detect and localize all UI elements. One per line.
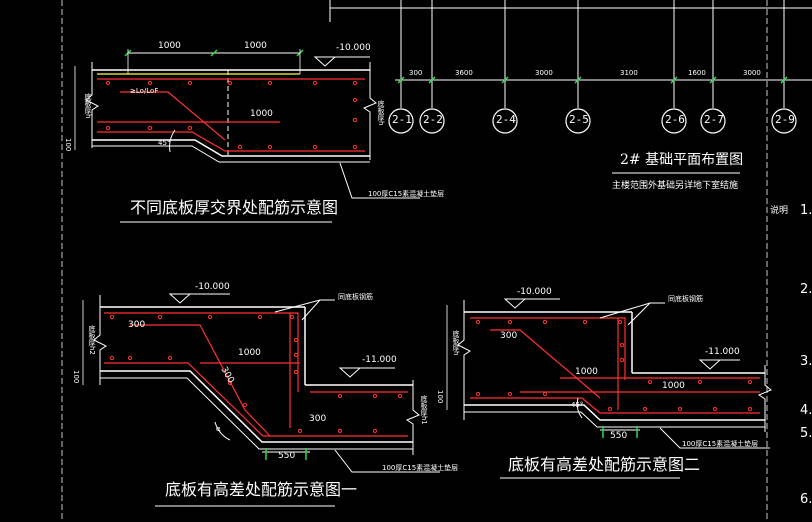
- d2-dim-300-a: 300: [128, 320, 146, 330]
- grid-spacing-1: 300: [409, 69, 423, 77]
- d2-dim-550: 550: [278, 451, 296, 461]
- d1-angle: 45°: [158, 139, 171, 147]
- note-number-5: 5.: [800, 426, 812, 441]
- d1-bottom-dim: 100: [64, 138, 72, 152]
- detail-1-linework: [74, 49, 420, 223]
- d2-angle: α: [216, 425, 221, 433]
- detail-2-linework: [82, 293, 440, 507]
- note-number-2: 2.: [800, 282, 812, 297]
- axis-label-2-6: 2-6: [665, 113, 685, 126]
- grid-spacing-2: 3600: [455, 69, 473, 77]
- d3-cushion-note: 100厚C15素混凝土垫层: [682, 440, 759, 448]
- d3-title: 底板有高差处配筋示意图二: [508, 455, 701, 474]
- d3-level-top: -10.000: [517, 287, 552, 297]
- d2-level-top: -10.000: [195, 282, 230, 292]
- d3-level-bottom: -11.000: [705, 347, 740, 357]
- notes-header: 说明: [770, 206, 789, 216]
- d2-side-left: 底板厚h2: [88, 325, 96, 355]
- grid-spacing-4: 3100: [620, 69, 638, 77]
- d2-title: 底板有高差处配筋示意图一: [165, 480, 358, 499]
- note-number-3: 3.: [800, 354, 812, 369]
- axis-label-2-4: 2-4: [496, 113, 516, 126]
- d2-side-right: 底板厚h1: [420, 395, 428, 425]
- d3-angle: 45°: [571, 401, 584, 409]
- d2-level-bottom: -11.000: [362, 355, 397, 365]
- plan-title: 2# 基础平面布置图: [620, 152, 744, 168]
- axis-label-2-1: 2-1: [392, 113, 412, 126]
- d1-bar-length: 1000: [250, 109, 273, 119]
- axis-label-2-9: 2-9: [775, 113, 795, 126]
- d2-cushion-note: 100厚C15素混凝土垫层: [382, 464, 459, 472]
- axis-label-2-7: 2-7: [704, 113, 724, 126]
- d1-level: -10.000: [336, 43, 371, 53]
- axis-label-2-5: 2-5: [569, 113, 589, 126]
- d3-dim-550: 550: [610, 431, 628, 441]
- d1-title: 不同底板厚交界处配筋示意图: [130, 198, 339, 217]
- axis-label-2-2: 2-2: [423, 113, 443, 126]
- d2-dim-300-b: 300: [309, 414, 327, 424]
- note-number-6: 6.: [800, 492, 812, 507]
- d1-cushion-note: 100厚C15素混凝土垫层: [368, 190, 445, 198]
- grid-spacing-3: 3000: [535, 69, 553, 77]
- note-number-1: 1.: [800, 203, 812, 218]
- d1-dim-left: 1000: [158, 41, 181, 51]
- note-number-4: 4.: [800, 403, 812, 418]
- d3-note-top: 同底板钢筋: [668, 295, 703, 303]
- d2-dim-1000: 1000: [238, 348, 261, 358]
- d1-side-left: 底板厚h: [84, 93, 92, 119]
- d1-side-right: 底板厚h: [377, 100, 385, 126]
- d1-dim-right: 1000: [244, 41, 267, 51]
- grid-spacing-6: 3000: [743, 69, 761, 77]
- detail-3-linework: [446, 298, 772, 479]
- d1-anchor-label: ≥Lo/LoF: [130, 87, 159, 95]
- plan-subtitle: 主楼范围外基础另详地下室结施: [612, 181, 739, 191]
- grid-plan: [329, 0, 812, 174]
- d2-note-top: 同底板钢筋: [338, 293, 373, 301]
- d3-bottom-dim: 100: [436, 390, 444, 404]
- d3-dim-1000-b: 1000: [662, 381, 685, 391]
- grid-spacing-5: 1600: [688, 69, 706, 77]
- d3-dim-300: 300: [500, 331, 518, 341]
- d3-dim-1000-a: 1000: [575, 367, 598, 377]
- d3-side-left: 底板厚h: [452, 330, 460, 356]
- d2-bottom-dim: 100: [72, 370, 80, 384]
